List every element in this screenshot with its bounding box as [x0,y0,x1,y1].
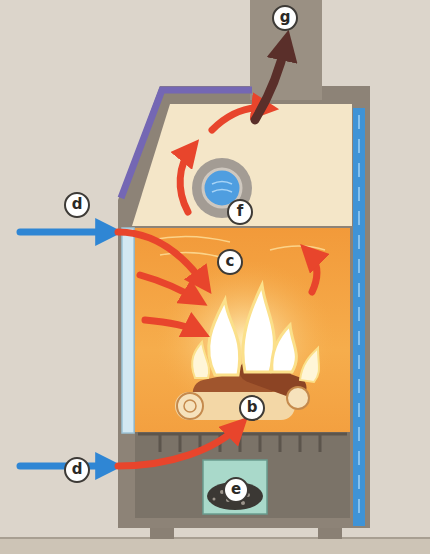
callout-letter: b [239,395,265,421]
pipe-ripples [212,182,232,193]
callout-letter: c [217,249,243,275]
callout-letter: d [64,192,90,218]
air-flow-arrows [20,42,317,466]
grate [138,434,347,452]
stove-body [118,86,370,528]
callout-letter: g [272,5,298,31]
floor [0,538,430,554]
fire-glow [155,260,335,420]
callout-letter: f [227,199,253,225]
callout-letter: e [223,477,249,503]
smoke-chamber [132,104,352,226]
chimney-collar [250,80,322,100]
flames [192,285,319,382]
ash-compartment [135,432,350,518]
floor-line [0,537,430,539]
callout-letter: d [64,457,90,483]
glass-door [122,228,134,433]
firebox [135,228,350,432]
water-jacket [353,108,365,526]
water-flow [358,115,360,520]
ash-pan [203,460,267,514]
